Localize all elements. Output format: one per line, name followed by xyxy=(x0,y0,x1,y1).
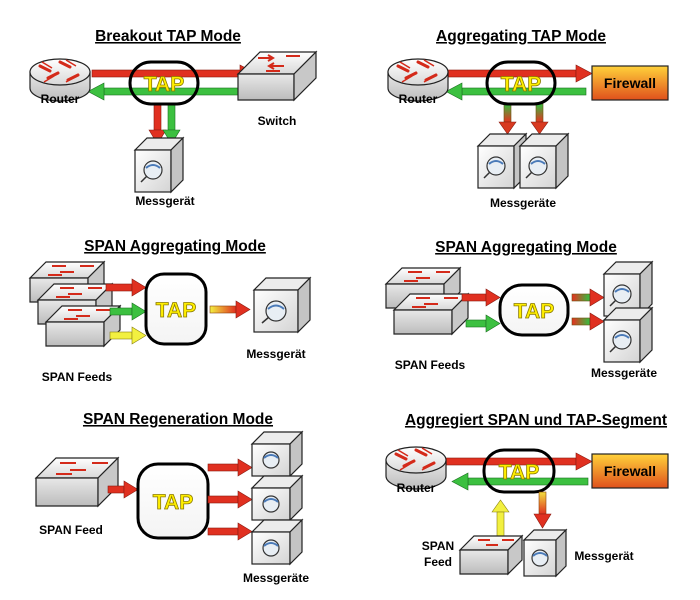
firewall-label: Firewall xyxy=(604,463,656,479)
switch-label: Switch xyxy=(258,114,297,128)
arrow xyxy=(491,499,510,537)
span-feed-label-line2: Feed xyxy=(424,555,452,569)
router-label: Router xyxy=(397,481,436,495)
arrow xyxy=(109,326,147,345)
arrow xyxy=(207,490,253,509)
span-feed-label: SPAN Feed xyxy=(39,523,103,537)
tap-box: TAP xyxy=(136,462,210,540)
router-icon xyxy=(385,446,447,490)
panel-span-regeneration: SPAN Regeneration Mode TAP xyxy=(34,411,309,585)
switch-icon xyxy=(34,456,120,508)
device-label: Messgerät xyxy=(135,194,194,208)
measurement-device-icon xyxy=(476,132,528,190)
switch-icon xyxy=(392,292,470,336)
device-label: Messgerät xyxy=(246,347,305,361)
arrow xyxy=(571,288,605,307)
arrow xyxy=(209,300,251,319)
router-icon xyxy=(29,58,91,102)
panel-aggregated-span-tap: Aggregiert SPAN und TAP-Segment Router T… xyxy=(385,412,669,578)
measurement-device-icon xyxy=(133,136,185,194)
tap-label: TAP xyxy=(144,73,184,96)
measurement-device-icon xyxy=(250,474,304,522)
arrow xyxy=(207,522,253,541)
router-label: Router xyxy=(41,92,80,106)
device-label: Messgeräte xyxy=(490,196,556,210)
measurement-device-icon xyxy=(252,276,312,334)
arrow xyxy=(107,480,139,499)
panel-breakout-tap: Breakout TAP Mode Router TAP xyxy=(29,28,318,208)
tap-label: TAP xyxy=(501,73,541,96)
panel-title: SPAN Aggregating Mode xyxy=(84,238,266,255)
panel-title: Aggregiert SPAN und TAP-Segment xyxy=(405,412,667,429)
measurement-device-icon xyxy=(250,518,304,566)
arrow xyxy=(498,103,517,135)
measurement-device-icon xyxy=(522,528,568,578)
span-feed-label-line1: SPAN xyxy=(422,539,454,553)
measurement-device-icon xyxy=(518,132,570,190)
switch-icon xyxy=(236,50,318,102)
firewall-icon: Firewall xyxy=(591,453,669,489)
arrow xyxy=(465,314,501,333)
panel-span-aggregating-left: SPAN Aggregating Mode xyxy=(28,238,312,384)
tap-box: TAP xyxy=(144,272,208,346)
device-label: Messgerät xyxy=(574,549,633,563)
arrow xyxy=(105,278,147,297)
arrow xyxy=(530,103,549,135)
switch-icon xyxy=(458,534,524,576)
tap-label: TAP xyxy=(514,300,554,323)
tap-label: TAP xyxy=(499,461,539,484)
arrow xyxy=(451,472,589,491)
device-label: Messgeräte xyxy=(591,366,657,380)
tap-box: TAP xyxy=(482,448,556,494)
tap-box: TAP xyxy=(485,60,557,106)
tap-box: TAP xyxy=(128,60,200,106)
measurement-device-icon xyxy=(602,306,654,364)
firewall-icon: Firewall xyxy=(591,65,669,101)
span-feeds-label: SPAN Feeds xyxy=(42,370,113,384)
device-label: Messgeräte xyxy=(243,571,309,585)
panel-span-aggregating-right: SPAN Aggregating Mode TAP xyxy=(384,239,657,380)
arrow xyxy=(461,288,501,307)
panel-title: SPAN Aggregating Mode xyxy=(435,239,617,256)
firewall-label: Firewall xyxy=(604,75,656,91)
span-feeds-label: SPAN Feeds xyxy=(395,358,466,372)
router-icon xyxy=(387,58,449,102)
tap-label: TAP xyxy=(156,299,196,322)
arrow xyxy=(445,82,587,101)
arrow xyxy=(571,312,605,331)
tap-box: TAP xyxy=(498,283,570,337)
tap-label: TAP xyxy=(153,491,193,514)
router-label: Router xyxy=(399,92,438,106)
panel-title: Aggregating TAP Mode xyxy=(436,28,606,45)
measurement-device-icon xyxy=(250,430,304,478)
panel-aggregating-tap: Aggregating TAP Mode Router TAP xyxy=(387,28,669,210)
panel-title: SPAN Regeneration Mode xyxy=(83,411,273,428)
measurement-device-icon xyxy=(602,260,654,318)
arrow xyxy=(109,302,147,321)
panel-title: Breakout TAP Mode xyxy=(95,28,241,45)
switch-icon xyxy=(44,304,122,348)
arrow xyxy=(533,491,552,529)
arrow xyxy=(207,458,253,477)
